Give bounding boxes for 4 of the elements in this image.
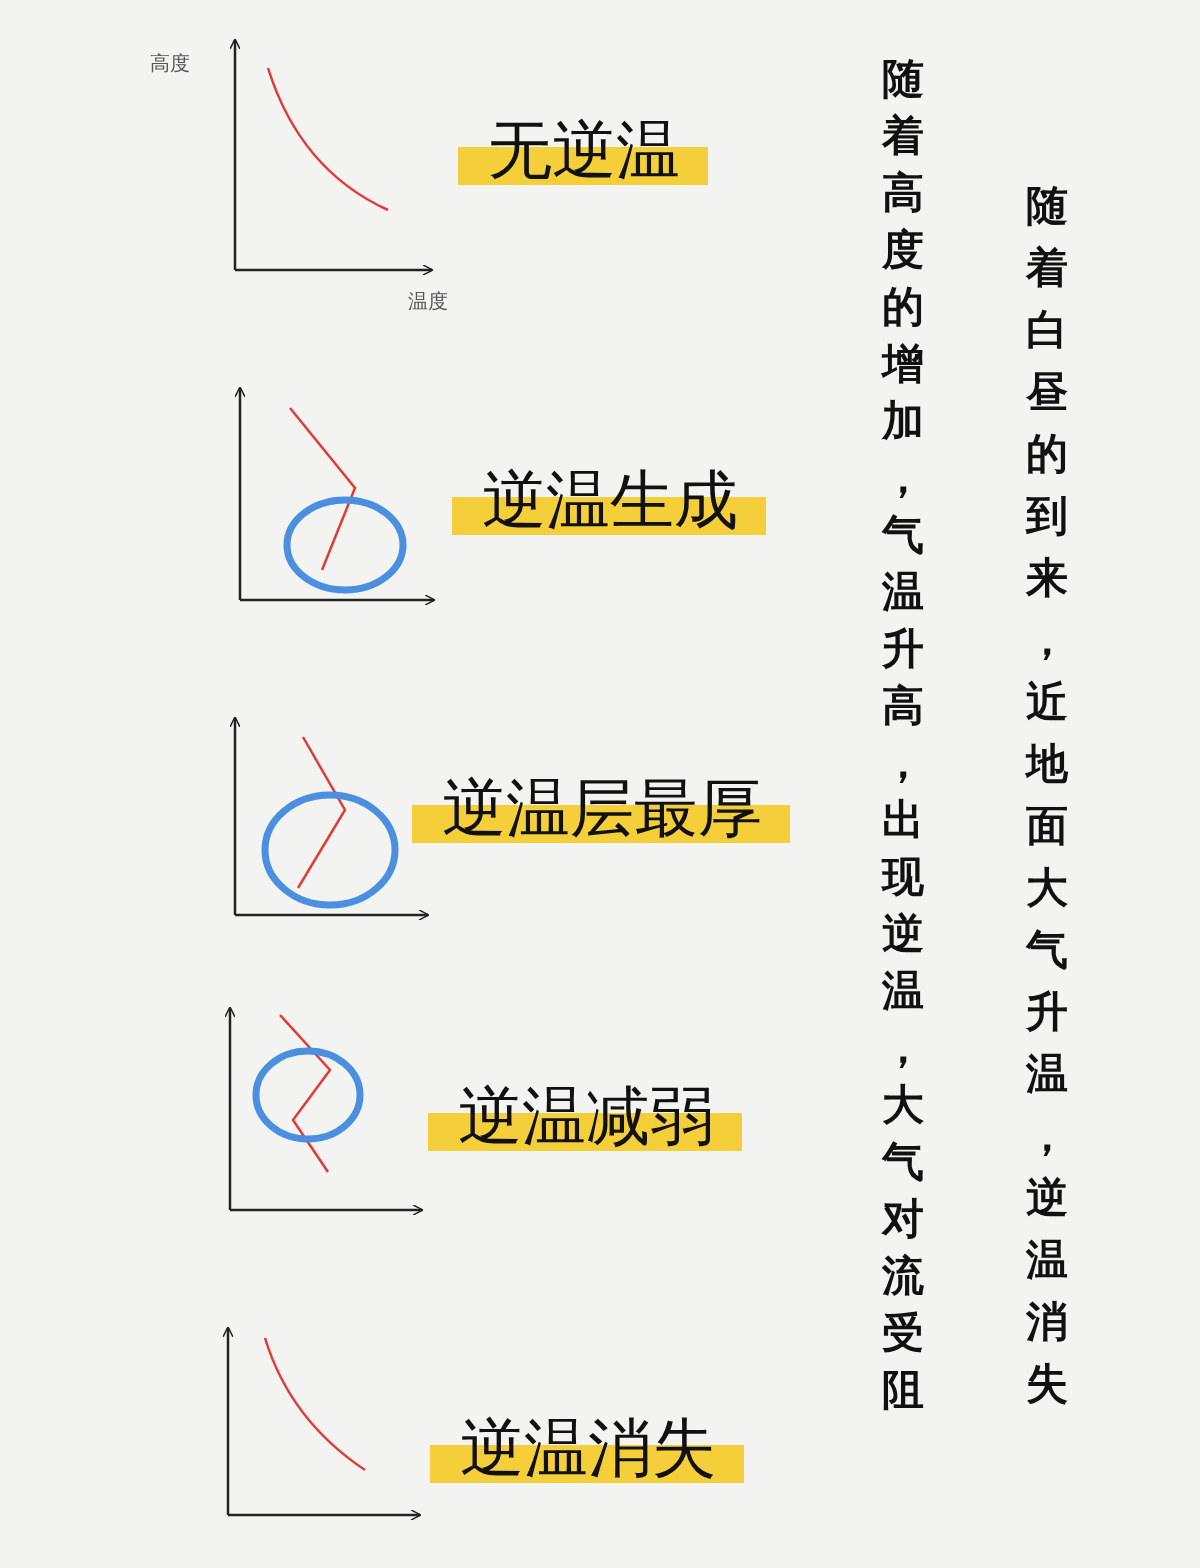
axis-label: 温度 [408,288,448,315]
vertical-caption: 随着高度的增加，气温升高，出现逆温，大气对流受阻 [880,53,925,1416]
axis-label: 高度 [150,50,190,77]
vertical-caption: 随着白昼的到来，近地面大气升温，逆温消失 [1024,180,1069,1410]
